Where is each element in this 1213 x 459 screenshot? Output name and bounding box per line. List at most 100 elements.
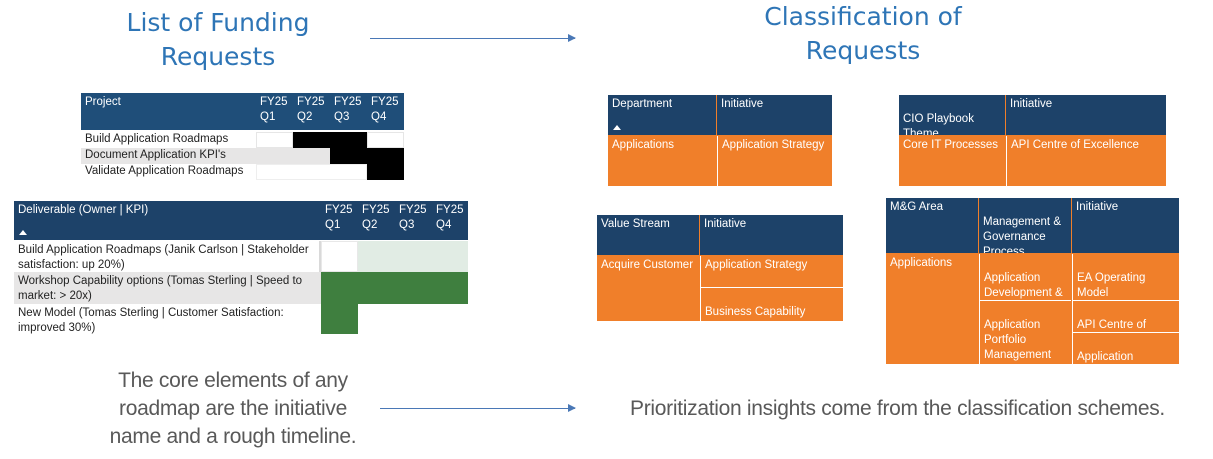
deliverable-header-q3[interactable]: FY25 Q3 bbox=[395, 201, 432, 240]
project-header-q1-label: FY25 Q1 bbox=[260, 96, 288, 123]
mg-area-header-label: M&G Area bbox=[890, 201, 944, 213]
funding-heading-line2: Requests bbox=[160, 42, 276, 71]
mg-area-table: M&G Area Management & Governance Process… bbox=[886, 198, 1179, 364]
deliverable-row-line2: satisfaction: up 20%) bbox=[18, 259, 125, 271]
cio-theme-value: Core IT Processes bbox=[903, 139, 999, 151]
initiative-header-label: Initiative bbox=[1010, 98, 1053, 110]
top-arrow bbox=[370, 34, 576, 42]
deliverable-header-label: Deliverable (Owner | KPI) bbox=[18, 204, 149, 216]
initiative-cell[interactable]: EA Operating Model bbox=[1072, 254, 1179, 301]
table-row[interactable]: Document Application KPI's bbox=[81, 148, 256, 164]
initiative-cell[interactable]: Business Capability Mapping bbox=[700, 288, 843, 321]
funding-heading: List of Funding Requests bbox=[100, 6, 336, 74]
initiative-header[interactable]: Initiative bbox=[700, 215, 843, 255]
timeline-cell bbox=[321, 241, 358, 272]
mg-area-cell[interactable]: Applications bbox=[886, 254, 978, 364]
table-row[interactable]: Workshop Capability options (Tomas Sterl… bbox=[14, 272, 321, 304]
mg-process-header[interactable]: Management & Governance Process bbox=[979, 198, 1071, 253]
left-caption-line1: The core elements of any bbox=[118, 369, 348, 392]
deliverable-header-q1[interactable]: FY25 Q1 bbox=[321, 201, 358, 240]
funding-heading-line1: List of Funding bbox=[126, 8, 310, 37]
initiative-cell[interactable]: Application Strategy bbox=[700, 256, 843, 288]
timeline-cell bbox=[256, 148, 330, 164]
department-cell[interactable]: Applications bbox=[608, 136, 716, 186]
deliverable-header-q1-label: FY25 Q1 bbox=[325, 204, 353, 231]
initiative-header-label: Initiative bbox=[1076, 201, 1119, 213]
deliverable-header-q2-label: FY25 Q2 bbox=[362, 204, 390, 231]
sort-ascending-icon[interactable] bbox=[19, 230, 27, 235]
initiative-value: Business Capability Mapping bbox=[705, 306, 806, 318]
project-row-name: Build Application Roadmaps bbox=[85, 133, 229, 145]
classification-heading: Classification of Requests bbox=[732, 0, 994, 68]
initiative-value: Application Rationalization bbox=[1077, 351, 1134, 363]
department-value: Applications bbox=[612, 139, 675, 151]
timeline-cell bbox=[367, 164, 404, 180]
department-header[interactable]: Department bbox=[608, 95, 716, 135]
project-header-q3-label: FY25 Q3 bbox=[334, 96, 362, 123]
right-caption: Prioritization insights come from the cl… bbox=[630, 397, 1165, 420]
sort-ascending-icon[interactable] bbox=[613, 125, 621, 130]
deliverable-row-line2: market: > 20x) bbox=[18, 290, 92, 302]
department-table: Department Initiative Applications Appli… bbox=[608, 95, 832, 186]
deliverable-row-line1: Workshop Capability options (Tomas Sterl… bbox=[18, 275, 303, 287]
timeline-cell bbox=[321, 304, 358, 334]
deliverable-row-line2: improved 30%) bbox=[18, 322, 96, 334]
initiative-header[interactable]: Initiative bbox=[717, 95, 832, 135]
deliverable-header-q4-label: FY25 Q4 bbox=[436, 204, 464, 231]
left-caption-line3: name and a rough timeline. bbox=[109, 425, 357, 448]
deliverable-header-q2[interactable]: FY25 Q2 bbox=[358, 201, 395, 240]
initiative-value: API Centre of Excellence bbox=[1011, 139, 1139, 151]
project-header-cell[interactable]: Project bbox=[81, 93, 256, 130]
mg-process-header-label: Management & Governance Process bbox=[983, 216, 1061, 253]
project-header-q3[interactable]: FY25 Q3 bbox=[330, 93, 367, 130]
timeline-cell bbox=[293, 132, 367, 148]
project-row-name: Document Application KPI's bbox=[85, 149, 226, 161]
initiative-cell[interactable]: API Centre of Excellence bbox=[1072, 301, 1179, 333]
deliverable-header-q4[interactable]: FY25 Q4 bbox=[432, 201, 468, 240]
table-row[interactable]: New Model (Tomas Sterling | Customer Sat… bbox=[14, 304, 321, 334]
timeline-cell bbox=[330, 148, 404, 164]
initiative-value: API Centre of Excellence bbox=[1077, 319, 1147, 331]
initiative-cell[interactable]: Application Rationalization bbox=[1072, 333, 1179, 364]
mg-area-value: Applications bbox=[890, 257, 953, 269]
classification-heading-line2: Requests bbox=[805, 36, 921, 65]
deliverable-row-line1: Build Application Roadmaps (Janik Carlso… bbox=[18, 244, 309, 256]
value-stream-value: Acquire Customer bbox=[601, 259, 694, 271]
table-row[interactable]: Build Application Roadmaps bbox=[81, 132, 256, 148]
mg-process-cell[interactable]: Application Development & Delivery bbox=[979, 254, 1071, 301]
timeline-cell bbox=[321, 272, 468, 304]
cio-theme-header[interactable]: CIO Playbook Theme bbox=[899, 95, 1005, 135]
project-header-q4[interactable]: FY25 Q4 bbox=[367, 93, 404, 130]
initiative-value: EA Operating Model bbox=[1077, 272, 1146, 299]
initiative-header-label: Initiative bbox=[721, 98, 764, 110]
project-header-q2[interactable]: FY25 Q2 bbox=[293, 93, 330, 130]
initiative-value: Application Strategy bbox=[722, 139, 825, 151]
deliverable-header-q3-label: FY25 Q3 bbox=[399, 204, 427, 231]
project-header-q1[interactable]: FY25 Q1 bbox=[256, 93, 293, 130]
mg-area-header[interactable]: M&G Area bbox=[886, 198, 978, 253]
cio-theme-header-label: CIO Playbook Theme bbox=[903, 113, 974, 135]
table-row[interactable]: Validate Application Roadmaps bbox=[81, 164, 256, 180]
initiative-cell[interactable]: Application Strategy bbox=[717, 136, 832, 186]
initiative-header[interactable]: Initiative bbox=[1006, 95, 1166, 135]
table-row[interactable]: Build Application Roadmaps (Janik Carlso… bbox=[14, 241, 321, 272]
project-table: Project FY25 Q1 FY25 Q2 FY25 Q3 FY25 Q4 … bbox=[81, 93, 404, 183]
value-stream-cell[interactable]: Acquire Customer bbox=[597, 256, 699, 321]
mg-process-value: Application Development & Delivery bbox=[984, 272, 1063, 299]
timeline-cell bbox=[256, 132, 293, 148]
mg-process-cell[interactable]: Application Portfolio Management bbox=[979, 301, 1071, 364]
department-header-label: Department bbox=[612, 98, 673, 110]
classification-heading-line1: Classification of bbox=[764, 2, 962, 31]
value-stream-table: Value Stream Initiative Acquire Customer… bbox=[597, 215, 843, 321]
mg-process-value: Application Portfolio Management bbox=[984, 319, 1052, 361]
cio-playbook-table: CIO Playbook Theme Initiative Core IT Pr… bbox=[899, 95, 1166, 186]
deliverable-row-line1: New Model (Tomas Sterling | Customer Sat… bbox=[18, 307, 284, 319]
value-stream-header[interactable]: Value Stream bbox=[597, 215, 699, 255]
initiative-cell[interactable]: API Centre of Excellence bbox=[1006, 136, 1166, 186]
deliverable-header-cell[interactable]: Deliverable (Owner | KPI) bbox=[14, 201, 321, 240]
project-header-q4-label: FY25 Q4 bbox=[371, 96, 399, 123]
cio-theme-cell[interactable]: Core IT Processes bbox=[899, 136, 1005, 186]
timeline-cell bbox=[367, 132, 404, 148]
bottom-arrow bbox=[380, 404, 576, 412]
initiative-header[interactable]: Initiative bbox=[1072, 198, 1179, 253]
